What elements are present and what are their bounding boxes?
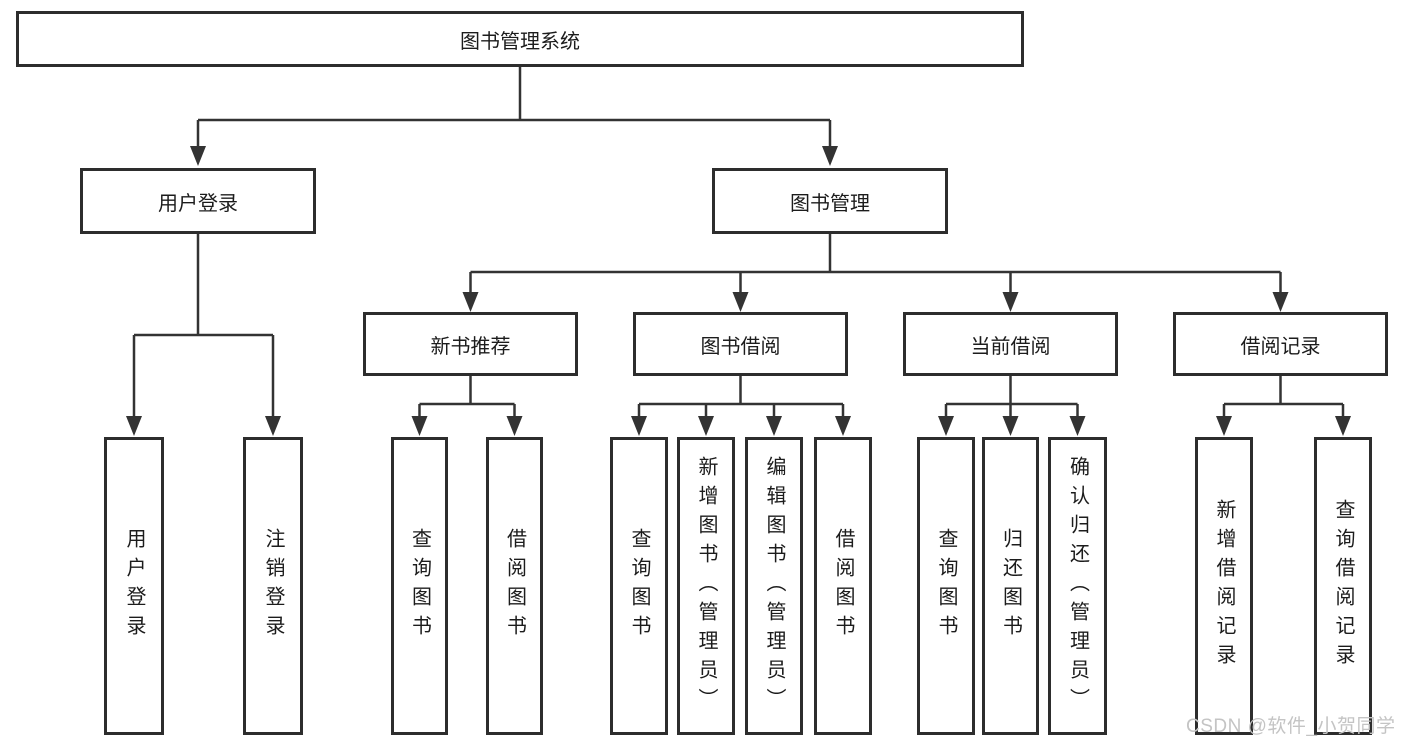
node-label: 图书管理 xyxy=(790,192,870,215)
node-current-borrowing: 当前借阅 xyxy=(903,312,1118,376)
leaf-label: 借阅图书 xyxy=(503,528,526,644)
node-new-book-recommend: 新书推荐 xyxy=(363,312,578,376)
leaf-label: 查询借阅记录 xyxy=(1332,499,1354,673)
leaf-query-books-borrowing: 查询图书 xyxy=(610,437,668,735)
leaf-label: 用户登录 xyxy=(123,528,145,644)
leaf-logout: 注销登录 xyxy=(243,437,303,735)
node-label: 图书管理系统 xyxy=(460,30,580,53)
leaf-add-book-admin: 新增图书（管理员） xyxy=(677,437,735,735)
leaf-label: 注销登录 xyxy=(262,528,284,644)
node-book-borrowing: 图书借阅 xyxy=(633,312,848,376)
node-label: 用户登录 xyxy=(158,192,238,215)
node-label: 图书借阅 xyxy=(700,335,781,358)
leaf-label: 借阅图书 xyxy=(832,528,854,644)
watermark-text: CSDN @软件_小贺同学 xyxy=(1186,716,1396,737)
leaf-label: 确认归还（管理员） xyxy=(1066,455,1089,717)
leaf-edit-book-admin: 编辑图书（管理员） xyxy=(745,437,803,735)
leaf-label: 新增图书（管理员） xyxy=(695,455,717,717)
arrowheads xyxy=(126,146,1351,436)
node-label: 新书推荐 xyxy=(430,335,511,358)
leaf-label: 查询图书 xyxy=(408,528,431,644)
leaf-query-books-recommend: 查询图书 xyxy=(391,437,448,735)
node-book-management: 图书管理 xyxy=(712,168,948,234)
node-library-management-system: 图书管理系统 xyxy=(16,11,1024,67)
leaf-user-login: 用户登录 xyxy=(104,437,164,735)
leaf-confirm-return-admin: 确认归还（管理员） xyxy=(1048,437,1107,735)
leaf-add-borrow-record: 新增借阅记录 xyxy=(1195,437,1253,735)
node-label: 借阅记录 xyxy=(1240,335,1321,358)
leaf-borrow-books-borrowing: 借阅图书 xyxy=(814,437,872,735)
node-user-login: 用户登录 xyxy=(80,168,316,234)
leaf-query-books-current: 查询图书 xyxy=(917,437,975,735)
node-borrowing-records: 借阅记录 xyxy=(1173,312,1388,376)
leaf-label: 新增借阅记录 xyxy=(1213,499,1235,673)
leaf-label: 查询图书 xyxy=(628,528,650,644)
leaf-query-borrow-record: 查询借阅记录 xyxy=(1314,437,1372,735)
leaf-borrow-books-recommend: 借阅图书 xyxy=(486,437,543,735)
node-label: 当前借阅 xyxy=(970,335,1051,358)
leaf-return-books: 归还图书 xyxy=(982,437,1039,735)
leaf-label: 查询图书 xyxy=(935,528,957,644)
leaf-label: 编辑图书（管理员） xyxy=(763,455,785,717)
leaf-label: 归还图书 xyxy=(999,528,1022,644)
